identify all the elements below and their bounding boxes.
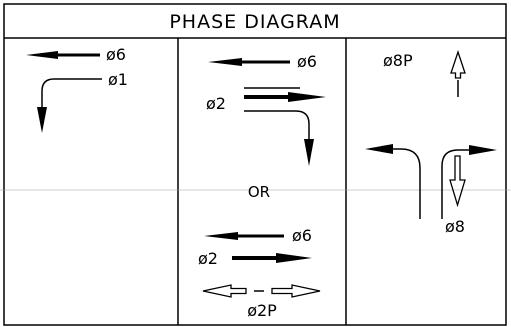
left-arrow-phase-6 xyxy=(26,51,100,59)
phase-2-label: ø2 xyxy=(206,94,226,113)
right-turn-arrowhead xyxy=(304,139,314,166)
phase-2p-label: ø2P xyxy=(247,301,277,320)
phase-6-label: ø6 xyxy=(106,45,126,64)
left-turn-arrow-phase-1 xyxy=(41,78,102,108)
panel-3: ø8P ø8 xyxy=(365,49,497,236)
right-turn-arrow xyxy=(244,110,310,140)
ped-arrow-left xyxy=(202,284,247,298)
left-turn-arrowhead xyxy=(365,144,393,154)
diagram-title: PHASE DIAGRAM xyxy=(169,11,340,33)
ped-arrow-right xyxy=(271,284,321,298)
phase-8-label: ø8 xyxy=(445,217,465,236)
phase-8p-label: ø8P xyxy=(383,51,413,70)
ped-arrow-up xyxy=(450,49,466,79)
left-turn-line xyxy=(392,148,421,219)
right-turn-line xyxy=(441,149,470,219)
phase-6-label: ø6 xyxy=(297,52,317,71)
phase-1-label: ø1 xyxy=(108,70,128,89)
phase-2-label: ø2 xyxy=(198,249,218,268)
right-arrow-phase-2 xyxy=(232,253,312,263)
panel-1: ø6 ø1 xyxy=(26,45,128,133)
or-separator: OR xyxy=(248,183,270,201)
right-arrow-phase-2 xyxy=(244,92,326,102)
diagram-border xyxy=(3,3,507,326)
left-arrow-phase-6 xyxy=(208,58,290,66)
through-arrow-hollow xyxy=(449,155,466,208)
phase-6-label: ø6 xyxy=(292,226,312,245)
panel-2-option-b: ø6 ø2 ø2P xyxy=(198,226,321,320)
panel-2-option-a: ø6 ø2 xyxy=(206,52,326,166)
right-turn-arrowhead xyxy=(469,145,497,155)
left-arrow-phase-6 xyxy=(204,232,284,240)
left-turn-arrowhead xyxy=(37,107,47,133)
